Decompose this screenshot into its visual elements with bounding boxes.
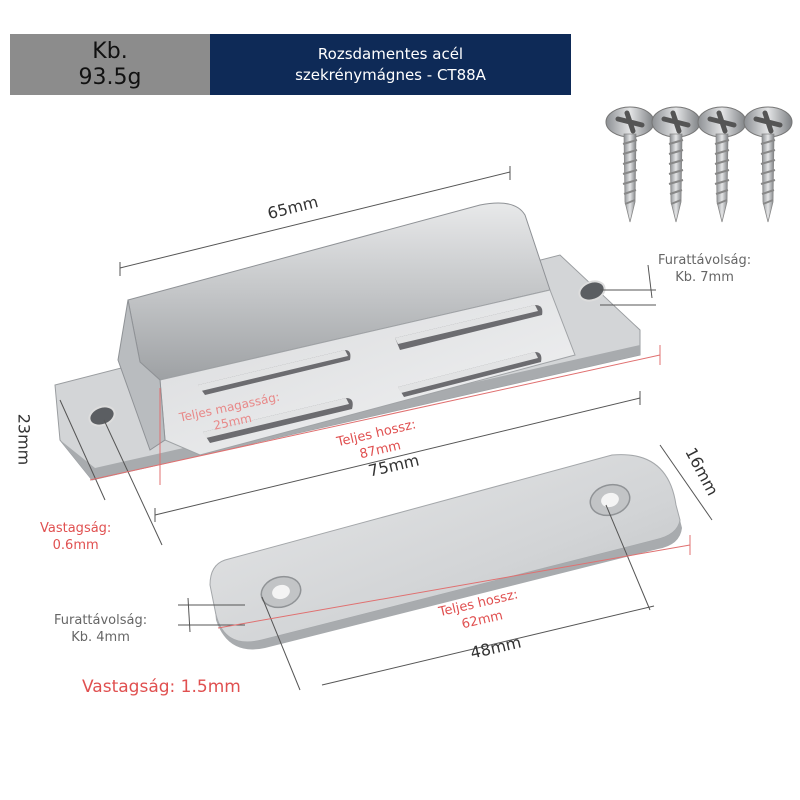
- magnet-strip: [398, 352, 542, 397]
- hole-distance-top-title: Furattávolság:: [658, 253, 752, 268]
- mounting-hole: [88, 405, 116, 427]
- screw-icon: [651, 106, 701, 223]
- header-banner: Kb. 93.5g Rozsdamentes acél szekrénymágn…: [10, 34, 571, 95]
- screw-icon: [743, 106, 793, 223]
- screw-icon: [605, 106, 655, 223]
- magnet-strip: [395, 305, 543, 350]
- strike-plate: [209, 454, 682, 650]
- magnet-strip: [198, 350, 351, 395]
- catch-thickness-note: Vastagság: 0.6mm: [40, 520, 111, 554]
- hole-distance-bottom-value: Kb. 4mm: [71, 630, 130, 645]
- red-dimension-lines: [89, 345, 691, 629]
- hole-distance-bottom-title: Furattávolság:: [54, 613, 148, 628]
- title-line2: szekrénymágnes - CT88A: [295, 65, 486, 84]
- catch-thickness-title: Vastagság:: [40, 521, 112, 536]
- height-label: 23mm: [14, 413, 34, 466]
- hole-distance-top-value: Kb. 7mm: [675, 270, 734, 285]
- weight-badge: Kb. 93.5g: [10, 34, 210, 95]
- magnetic-catch: [54, 202, 641, 481]
- mounting-hole: [578, 280, 606, 302]
- screw-icon: [697, 106, 747, 223]
- weight-line2: 93.5g: [78, 64, 142, 90]
- title-line1: Rozsdamentes acél: [317, 44, 464, 63]
- product-title: Rozsdamentes acél szekrénymágnes - CT88A: [210, 34, 571, 95]
- weight-line1: Kb.: [92, 38, 128, 64]
- plate-thickness-note: Vastagság: 1.5mm: [82, 677, 241, 697]
- magnet-strip: [203, 398, 353, 443]
- dimension-lines: [59, 166, 713, 691]
- hole-distance-bottom-note: Furattávolság: Kb. 4mm: [54, 612, 147, 646]
- hole-distance-top-note: Furattávolság: Kb. 7mm: [658, 252, 751, 286]
- catch-thickness-value: 0.6mm: [52, 538, 99, 553]
